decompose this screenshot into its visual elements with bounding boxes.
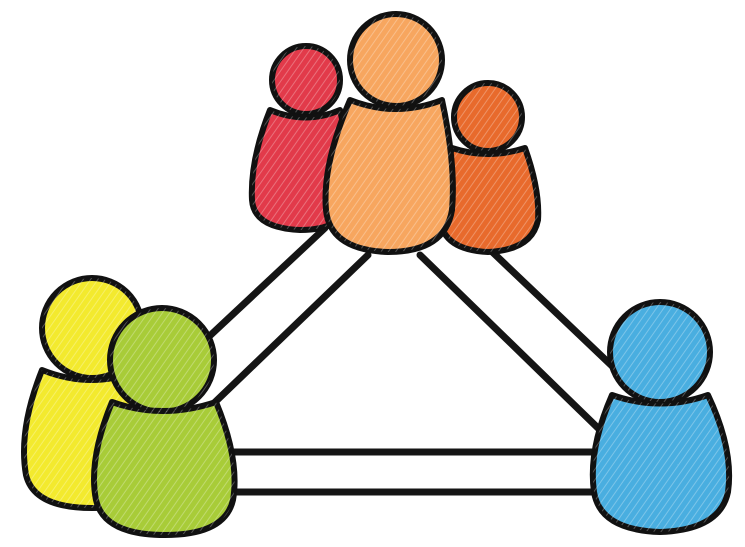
person-figure-orange-dark [436,80,542,255]
person-figure-blue [589,299,733,535]
connection-left-right [226,448,606,496]
connection-top-left [196,224,372,409]
person-figure-green [91,305,238,538]
person-figure-orange-light [322,11,456,255]
connection-top-right [416,241,636,434]
